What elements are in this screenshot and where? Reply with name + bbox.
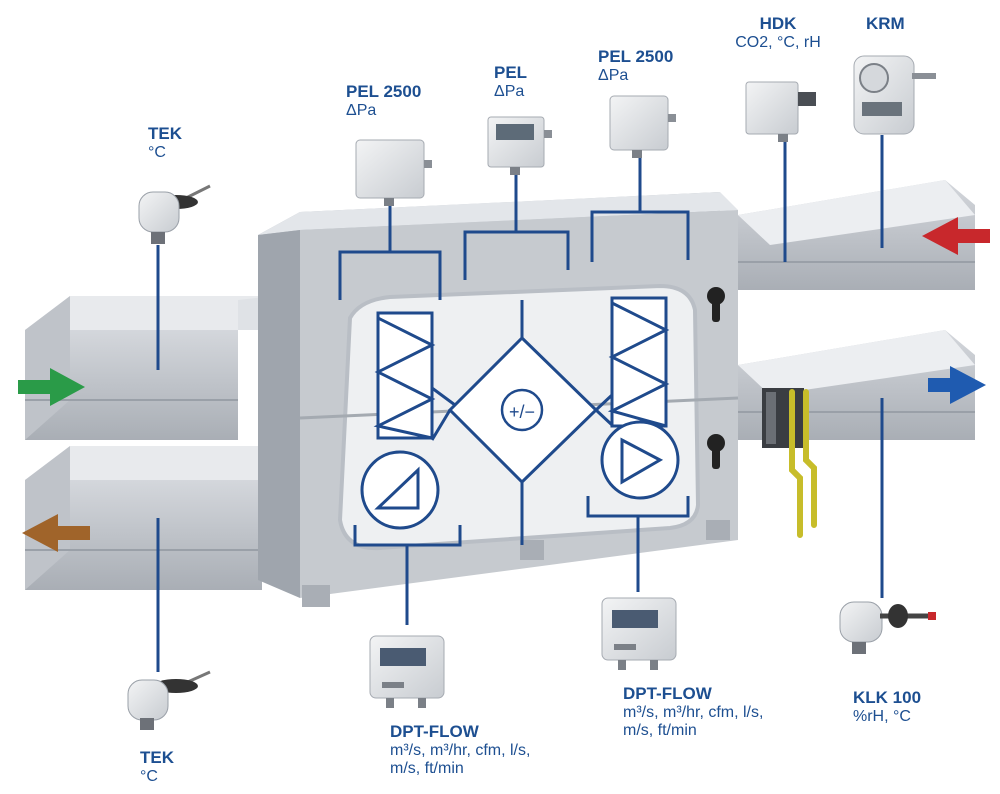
internal-schematic bbox=[156, 135, 884, 672]
krm-controller bbox=[853, 55, 936, 135]
tek-sensor-bottom bbox=[127, 670, 211, 730]
heat-exchanger-symbol: +/− bbox=[509, 402, 535, 422]
duct-right-bottom bbox=[738, 330, 975, 538]
arrow-outdoor-air-in bbox=[18, 368, 85, 406]
arrow-exhaust-out bbox=[22, 514, 90, 552]
arrow-return-air-in bbox=[922, 217, 990, 255]
hdk-sensor bbox=[745, 81, 816, 142]
door-handle-bottom bbox=[707, 434, 725, 469]
dpt-flow-sensor-left bbox=[369, 635, 445, 708]
fan-left bbox=[360, 450, 440, 530]
label-dpt-flow-left: DPT-FLOW m³/s, m³/hr, cfm, l/s, m/s, ft/… bbox=[390, 722, 531, 777]
fan-right bbox=[600, 420, 680, 500]
dpt-flow-sensor-right bbox=[601, 597, 677, 670]
label-hdk: HDK CO2, °C, rH bbox=[735, 14, 821, 51]
pipes bbox=[789, 389, 817, 538]
label-pel-center: PEL ΔPa bbox=[494, 63, 528, 100]
label-tek-bottom: TEK °C bbox=[140, 748, 174, 785]
label-klk100: KLK 100 %rH, °C bbox=[853, 688, 922, 725]
label-pel2500-right: PEL 2500 ΔPa bbox=[598, 47, 674, 84]
duct-right-top bbox=[738, 180, 975, 290]
label-tek-top: TEK °C bbox=[148, 124, 182, 161]
pel-sensor-center bbox=[487, 116, 552, 175]
label-pel2500-left: PEL 2500 ΔPa bbox=[346, 82, 422, 119]
filter-right bbox=[607, 296, 670, 428]
klk100-sensor bbox=[839, 601, 936, 654]
pel2500-sensor-left bbox=[355, 139, 432, 206]
label-dpt-flow-right: DPT-FLOW m³/s, m³/hr, cfm, l/s, m/s, ft/… bbox=[623, 684, 764, 739]
arrow-supply-air-out bbox=[928, 366, 986, 404]
filter-left bbox=[373, 311, 436, 440]
label-krm: KRM bbox=[866, 14, 905, 33]
tek-sensor-top bbox=[138, 184, 211, 244]
pel2500-sensor-right bbox=[609, 95, 676, 158]
heating-coil bbox=[762, 388, 804, 448]
door-handle-top bbox=[707, 287, 725, 322]
